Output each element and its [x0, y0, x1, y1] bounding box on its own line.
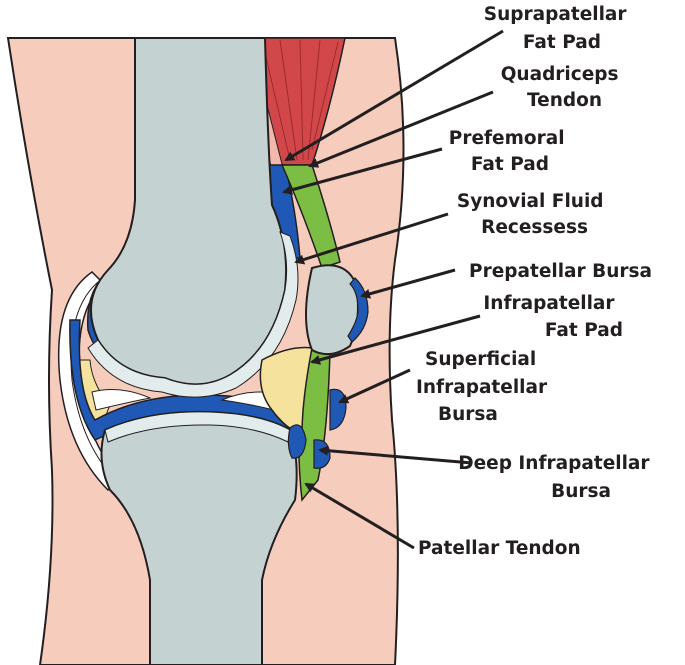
arrow-patellar-tendon	[304, 482, 415, 550]
arrow-prepatellar-bursa	[360, 268, 456, 299]
femur-cartilage	[87, 231, 299, 398]
arrow-superficial-infrapatellar-bursa	[338, 368, 411, 404]
deep-infrapatellar-bursa	[287, 424, 307, 459]
label-patellar-tendon: Patellar Tendon	[418, 538, 581, 559]
label-synovial-fluid-recesses: Synovial Fluid Recessess	[457, 191, 610, 238]
quadriceps-tendon	[280, 164, 341, 269]
muscle-fibers	[261, 39, 339, 161]
label-superficial-infrapatellar-bursa: Superficial Infrapatellar Bursa	[416, 349, 554, 425]
label-infrapatellar-fat-pad: Infrapatellar Fat Pad	[483, 293, 623, 341]
patella	[305, 264, 359, 356]
arrow-synovial-fluid-recesses	[294, 212, 449, 265]
label-quadriceps-tendon: Quadriceps Tendon	[501, 64, 625, 111]
arrow-infrapatellar-fat-pad	[310, 314, 481, 365]
label-suprapatellar-fat-pad: Suprapatellar Fat Pad	[484, 4, 633, 53]
label-prepatellar-bursa: Prepatellar Bursa	[469, 261, 652, 282]
leader-arrows	[282, 29, 504, 550]
arrow-suprapatellar-fat-pad	[284, 29, 504, 162]
label-prefemoral-fat-pad: Prefemoral Fat Pad	[449, 128, 571, 175]
meniscus	[91, 389, 152, 411]
labels: Suprapatellar Fat Pad Quadriceps Tendon …	[416, 4, 656, 559]
capsule-layer-inner	[70, 281, 113, 477]
label-deep-infrapatellar-bursa: Deep Infrapatellar Bursa	[458, 453, 656, 502]
arrow-deep-infrapatellar-bursa	[318, 445, 473, 465]
arrow-prefemoral-fat-pad	[282, 147, 443, 195]
arrow-quadriceps-tendon	[308, 90, 494, 168]
